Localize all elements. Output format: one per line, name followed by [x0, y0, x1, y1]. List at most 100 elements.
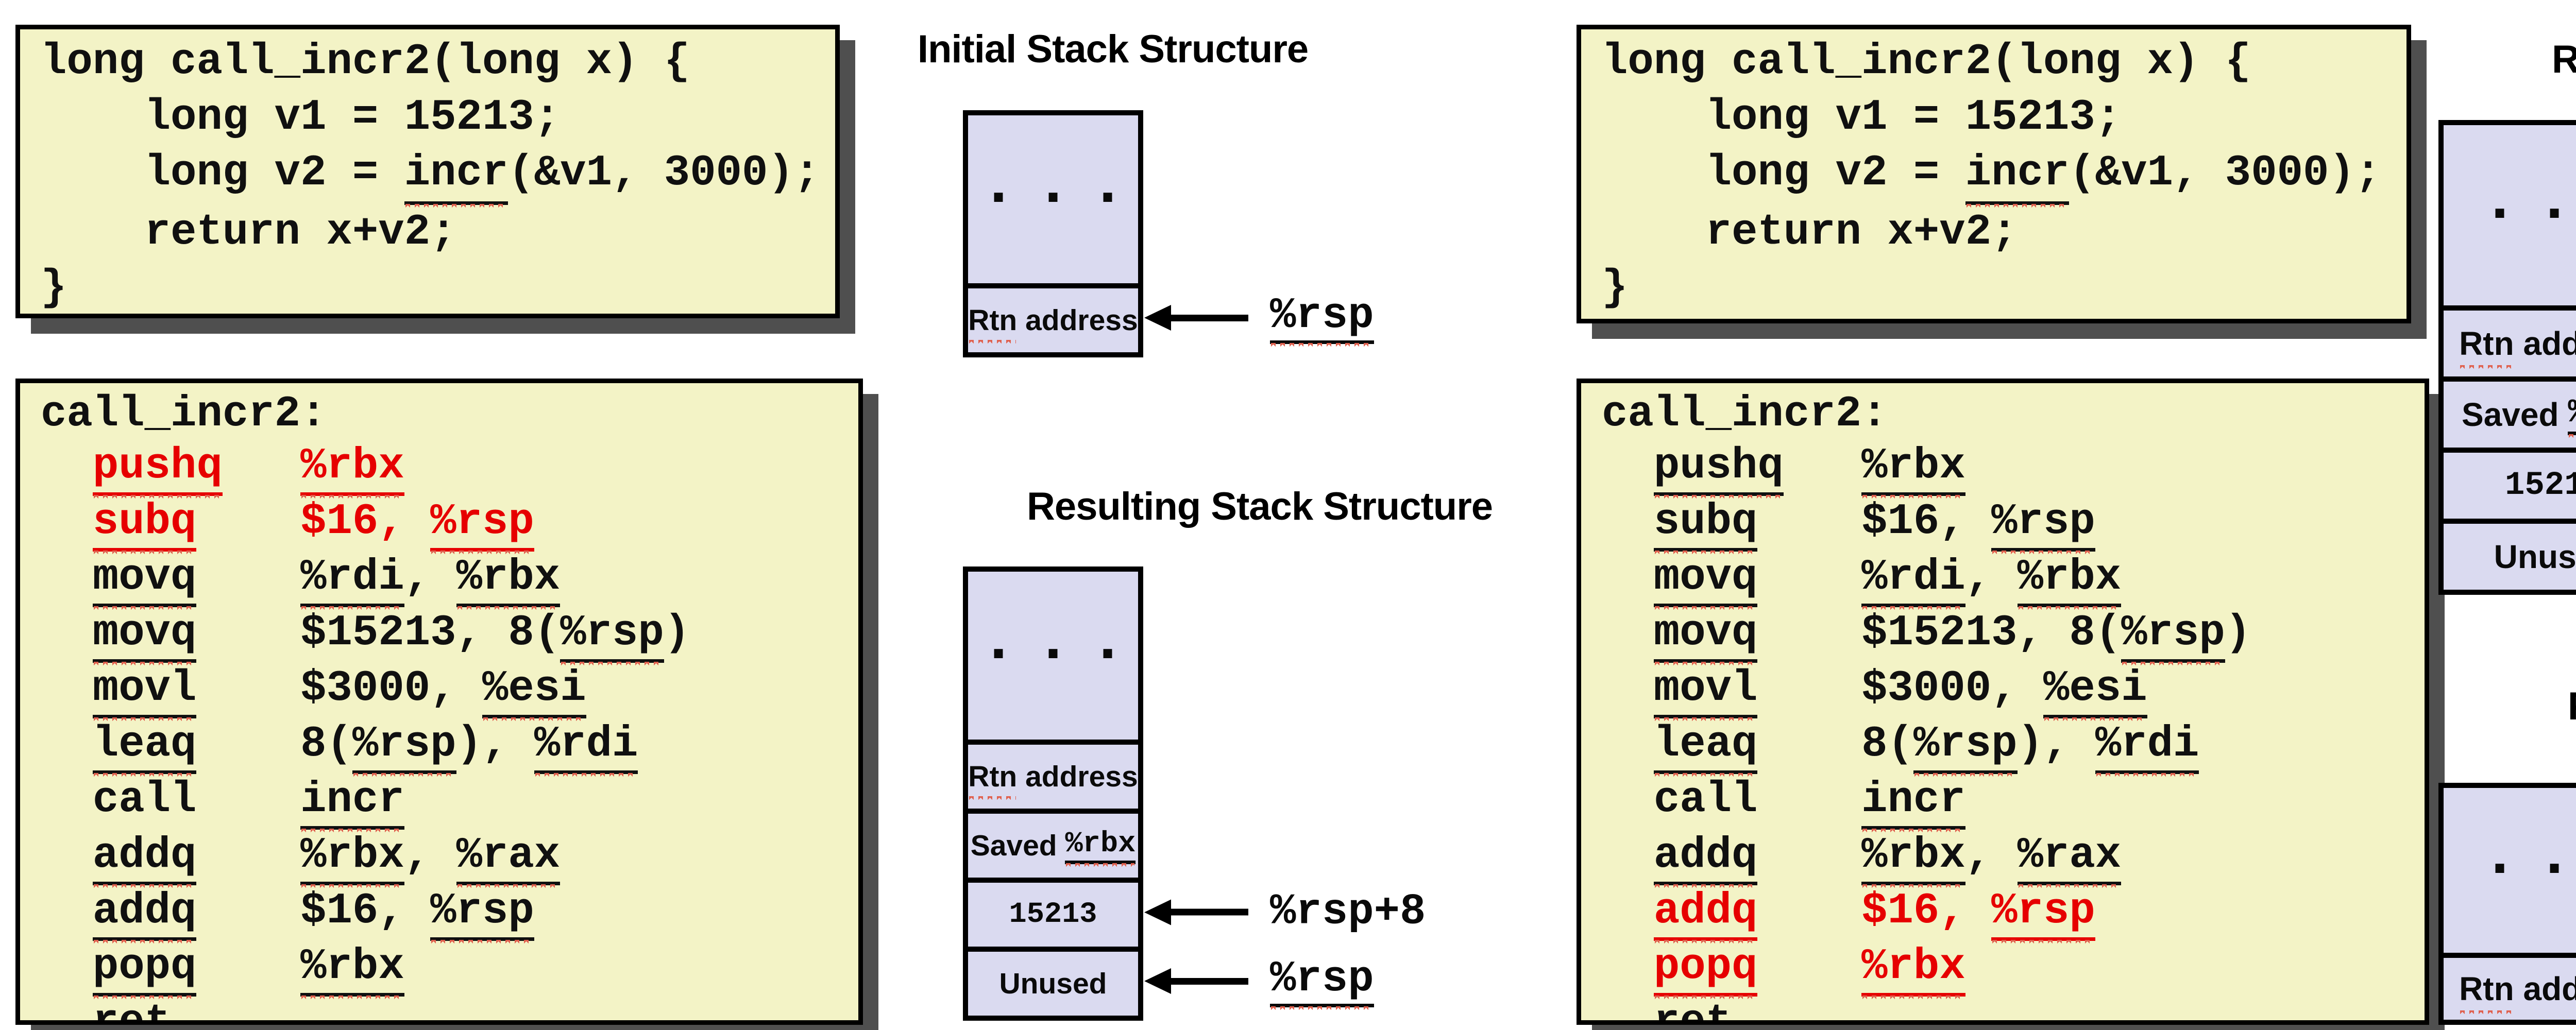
text-token [196, 887, 300, 936]
arrow-shaft [1171, 908, 1248, 916]
text-token [196, 942, 300, 991]
text-token: return x+v2; [41, 208, 456, 257]
squiggle-token: %esi [482, 663, 586, 723]
squiggle-token: movl [92, 663, 197, 723]
text-token [1602, 497, 1654, 546]
squiggle-token: %rbx [456, 552, 561, 611]
code-line: addq %rbx, %rax [1602, 830, 2425, 889]
text-token: 15213 [2504, 467, 2576, 504]
code-line: movl $3000, %esi [41, 663, 858, 723]
text-token: Unused [999, 967, 1107, 1000]
text-token [41, 831, 93, 880]
text-token: return x+v2; [1602, 208, 2018, 257]
text-token: ret [1602, 998, 1732, 1025]
text-token [196, 664, 300, 713]
squiggle-token: Rtn [2459, 325, 2514, 370]
text-token: } [1602, 264, 1628, 313]
code-line: ret [41, 997, 858, 1020]
text-token: $15213, 8( [300, 609, 561, 658]
squiggle-token: leaq [92, 718, 197, 778]
stack-cell: Rtn address [2444, 305, 2576, 376]
text-token [1757, 497, 1861, 546]
squiggle-token: subq [92, 496, 197, 556]
code-line: subq $16, %rsp [1602, 496, 2425, 556]
arrow-left-icon [1144, 968, 1171, 994]
squiggle-token: pushq [92, 440, 223, 500]
asm-line-highlighted: addq $16, %rsp [1602, 885, 2425, 945]
text-token [1602, 720, 1654, 769]
text-token: (&v1, 3000); [2069, 149, 2381, 198]
squiggle-token: movq [92, 552, 197, 611]
code-line: long call_incr2(long x) { [1602, 35, 2406, 90]
text-token: ), [2017, 720, 2095, 769]
text-token [196, 497, 300, 546]
squiggle-token: Rtn [968, 304, 1018, 345]
squiggle-token: Rtn [2459, 970, 2514, 1016]
code-line: movq %rdi, %rbx [41, 552, 858, 611]
stack-cell: Unused [968, 947, 1138, 1016]
squiggle-token: addq [92, 830, 197, 889]
rsp-pointer-arrow: %rsp [1144, 955, 1374, 1011]
arrow-shaft [1171, 977, 1248, 985]
text-token [1757, 609, 1861, 658]
register-pointer-label: %rsp+8 [1270, 888, 1426, 937]
text-token: $16, [300, 887, 431, 936]
text-token: (&v1, 3000); [508, 149, 820, 198]
text-token [1784, 442, 1861, 491]
stack-cell: Saved %rbx [2444, 376, 2576, 448]
text-token [1602, 942, 1654, 991]
squiggle-token: %rbx [2017, 552, 2122, 611]
text-token [196, 553, 300, 602]
squiggle-token: %rbx [1861, 830, 1965, 889]
text-token: $16, [300, 497, 431, 546]
text-token [196, 720, 300, 769]
text-token: address [2523, 325, 2576, 362]
text-token: Unused [2494, 538, 2576, 575]
squiggle-token: movq [1653, 552, 1758, 611]
stack-cell-ellipsis: ... [2444, 125, 2576, 305]
arrow-shaft [1171, 314, 1248, 321]
stack-cell: 15213 [2444, 448, 2576, 519]
squiggle-token: addq [1653, 885, 1758, 945]
stack-title-resulting-right: Resulting Stack Structure [2551, 38, 2576, 81]
text-token: long call_incr2(long x) { [1602, 38, 2251, 87]
code-line: } [41, 261, 835, 314]
stack-cell: Saved %rbx [968, 809, 1138, 878]
code-line: long v2 = incr(&v1, 3000); [41, 146, 835, 209]
code-line: call incr [41, 774, 858, 834]
squiggle-token: %rdi [300, 552, 404, 611]
code-line: return x+v2; [41, 205, 835, 261]
code-line: addq %rbx, %rax [41, 830, 858, 889]
code-line: return x+v2; [1602, 205, 2406, 261]
text-token [1602, 664, 1654, 713]
arrow-left-icon [1144, 305, 1171, 331]
text-token [1757, 664, 1861, 713]
squiggle-token: %rsp [430, 496, 534, 556]
text-token: ) [664, 609, 690, 658]
code-line: long v1 = 15213; [41, 90, 835, 146]
text-token [1602, 442, 1654, 491]
squiggle-token: %rsp [352, 718, 456, 778]
code-line: } [1602, 261, 2406, 316]
squiggle-token: %rsp [1991, 496, 2095, 556]
code-line: long v2 = incr(&v1, 3000); [1602, 146, 2406, 209]
stack-cell-ellipsis: ... [968, 115, 1138, 283]
text-token: Saved [2462, 396, 2568, 433]
c-source-box-left: long call_incr2(long x) { long v1 = 1521… [15, 25, 840, 318]
code-line: movl $3000, %esi [1602, 663, 2425, 723]
squiggle-token: %rax [456, 830, 561, 889]
stack-cell-ellipsis: ... [2444, 788, 2576, 953]
code-line: call_incr2: [1602, 388, 2425, 440]
text-token: $16, [1861, 497, 1992, 546]
text-token: call_incr2: [1602, 390, 1888, 439]
squiggle-token: incr [1965, 146, 2070, 209]
squiggle-token: %rbx [300, 440, 404, 500]
stack-cell: Rtn address [968, 283, 1138, 352]
squiggle-token: %rsp [1913, 718, 2018, 778]
assembly-box-left: call_incr2: pushq %rbx subq $16, %rsp mo… [15, 379, 863, 1025]
text-token: ... [2481, 166, 2576, 237]
text-token [41, 497, 93, 546]
text-token [223, 442, 300, 491]
